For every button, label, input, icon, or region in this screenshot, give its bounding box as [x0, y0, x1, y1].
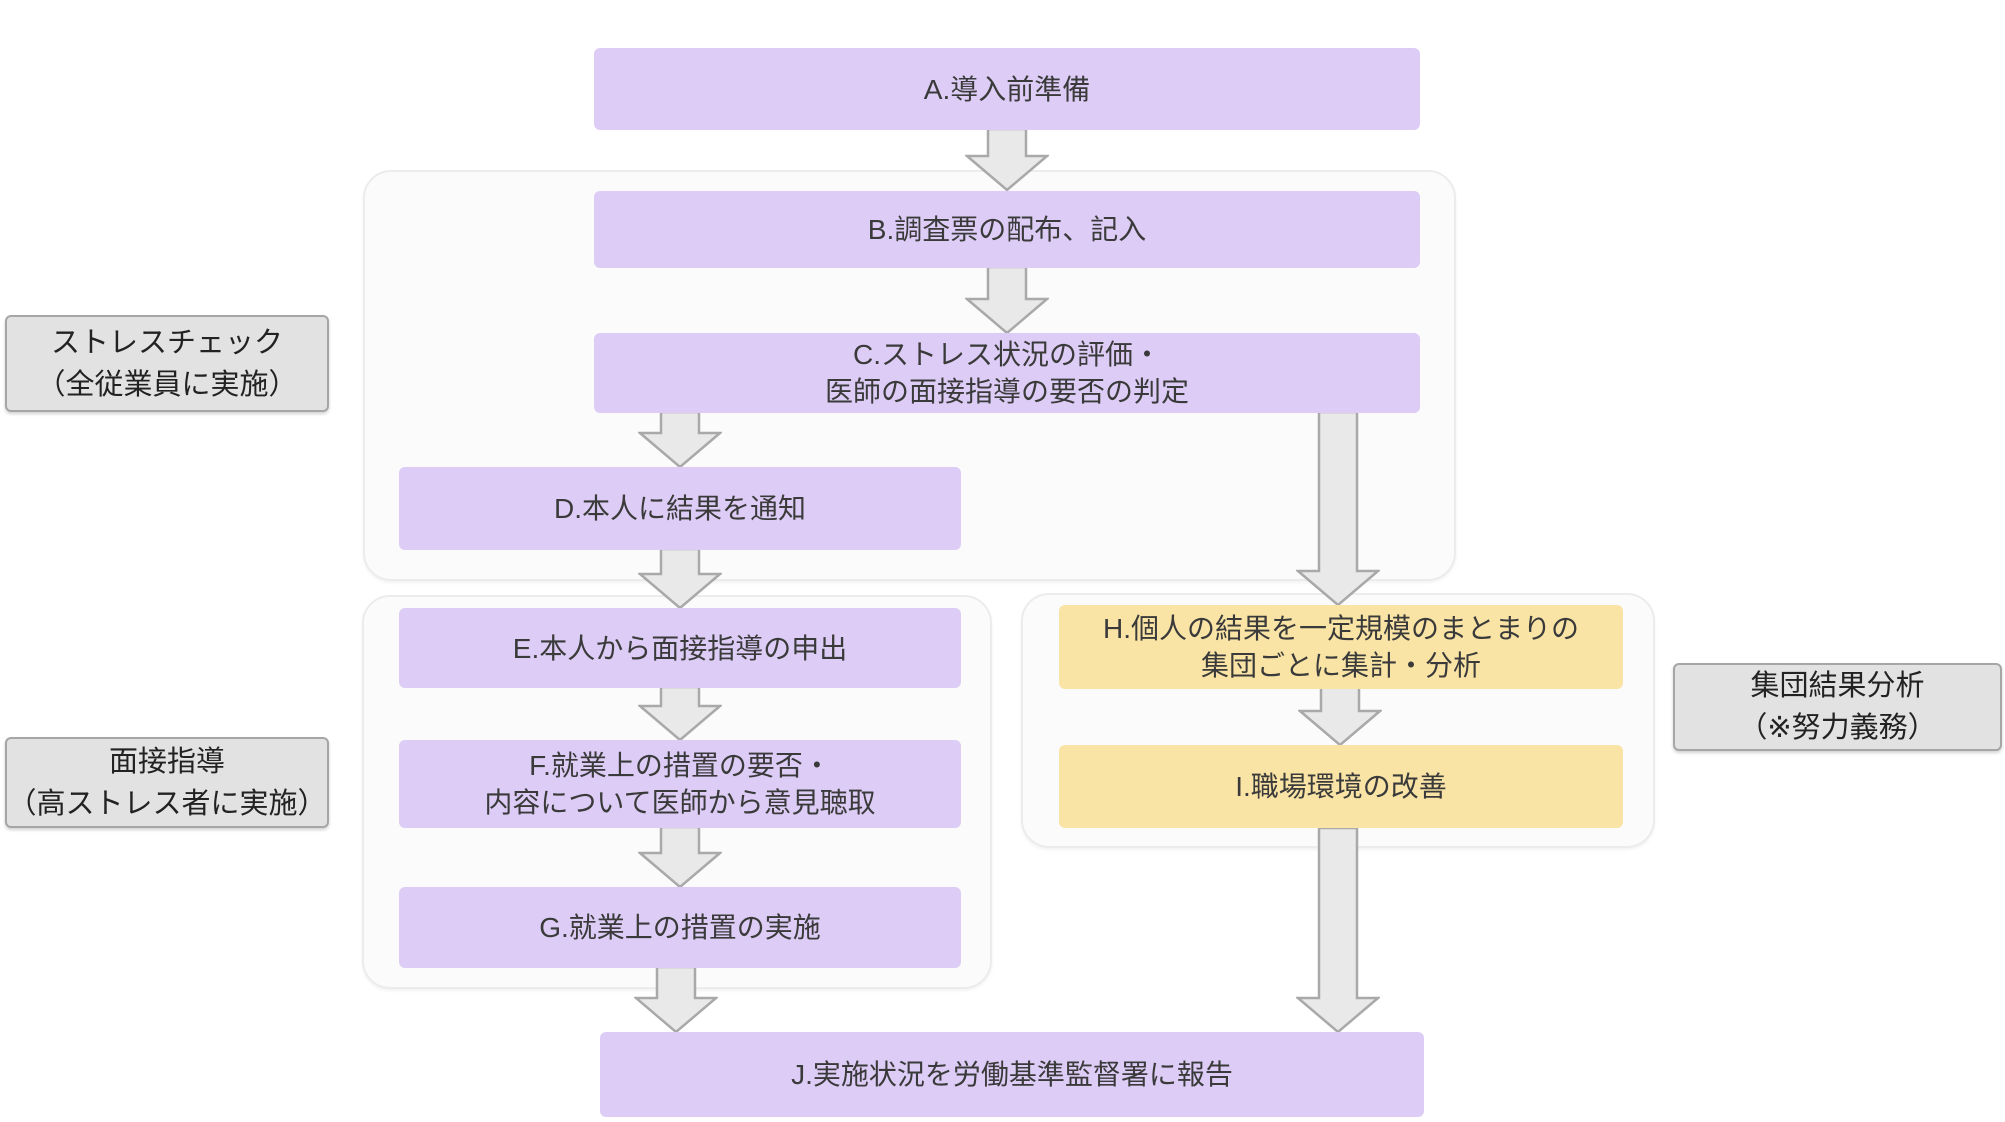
node-g-implement-measures: G.就業上の措置の実施: [399, 887, 961, 968]
node-i-workplace-improvement: I.職場環境の改善: [1059, 745, 1623, 828]
arrow-d-to-e: [638, 548, 722, 610]
arrow-g-to-j: [634, 966, 718, 1034]
node-c-evaluate-stress: C.ストレス状況の評価・ 医師の面接指導の要否の判定: [594, 333, 1420, 413]
side-label-group-analysis: 集団結果分析 （※努力義務）: [1673, 663, 2002, 751]
arrow-c-to-h: [1296, 411, 1380, 607]
arrow-f-to-g: [638, 826, 722, 889]
arrow-e-to-f: [638, 686, 722, 742]
node-a-preparation: A.導入前準備: [594, 48, 1420, 130]
arrow-a-to-b: [965, 128, 1049, 192]
arrow-i-to-j: [1296, 827, 1380, 1034]
arrow-c-to-d: [638, 411, 722, 469]
node-e-interview-request: E.本人から面接指導の申出: [399, 608, 961, 688]
side-label-interview: 面接指導 （高ストレス者に実施）: [5, 737, 329, 828]
node-d-notify-results: D.本人に結果を通知: [399, 467, 961, 550]
arrow-b-to-c: [965, 266, 1049, 335]
arrow-h-to-i: [1298, 686, 1382, 747]
node-j-report-to-bureau: J.実施状況を労働基準監督署に報告: [600, 1032, 1424, 1117]
side-label-stress-check: ストレスチェック （全従業員に実施）: [5, 315, 329, 412]
node-h-group-aggregation: H.個人の結果を一定規模のまとまりの 集団ごとに集計・分析: [1059, 605, 1623, 689]
node-b-distribute-survey: B.調査票の配布、記入: [594, 191, 1420, 268]
node-f-doctor-opinion: F.就業上の措置の要否・ 内容について医師から意見聴取: [399, 740, 961, 828]
